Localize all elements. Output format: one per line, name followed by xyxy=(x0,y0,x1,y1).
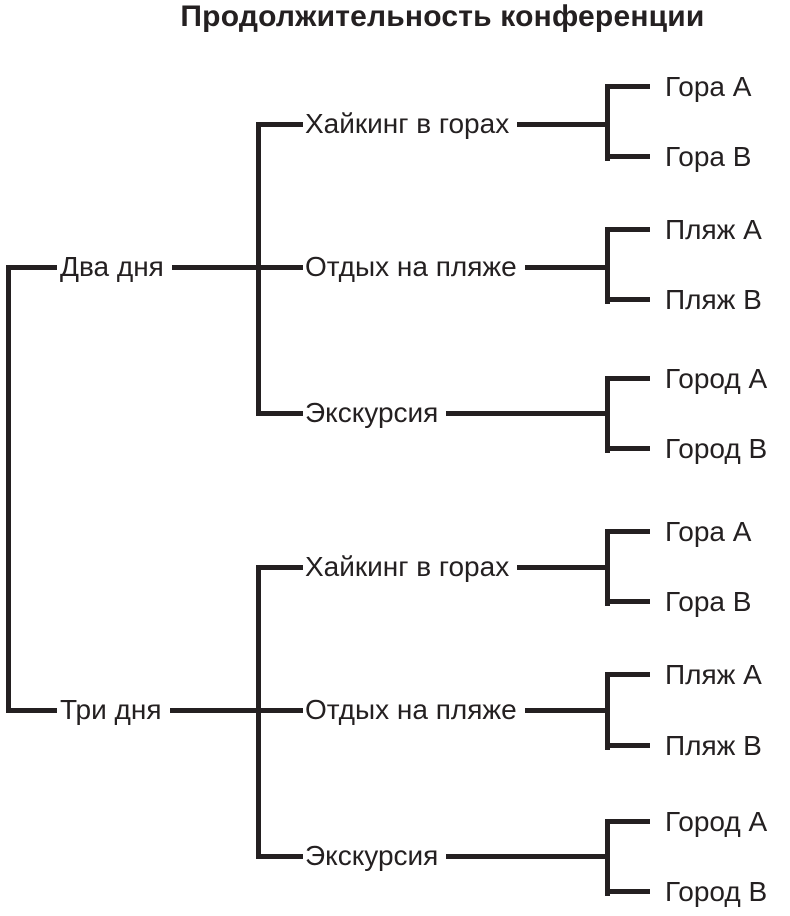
edge-excursion-bottom-to-leaves xyxy=(446,853,610,859)
edge-to-beach-top xyxy=(256,265,303,270)
edge-to-city-b-bottom xyxy=(605,889,650,894)
node-label-excursion-top: Экскурсия xyxy=(305,397,439,428)
edge-to-excursion-bottom xyxy=(256,854,303,859)
edge-to-beach-b-top xyxy=(605,297,650,302)
branch-row-three-days: Три дня xyxy=(60,696,261,724)
leaf-label-mountain-b-top: Гора B xyxy=(665,141,752,172)
edge-root-vertical xyxy=(6,265,11,713)
branch-label-three-days: Три дня xyxy=(60,694,162,725)
edge-to-excursion-top xyxy=(256,411,303,416)
edge-to-beach-a-top xyxy=(605,227,650,232)
edge-to-city-a-top xyxy=(605,376,650,381)
edge-three-days-to-activities xyxy=(169,707,261,713)
edge-to-beach-bottom xyxy=(256,708,303,713)
node-label-beach-top: Отдых на пляже xyxy=(305,251,517,282)
edge-to-beach-b-bottom xyxy=(605,743,650,748)
node-row-beach-top: Отдых на пляже xyxy=(305,253,610,281)
leaf-label-city-b-top: Город B xyxy=(665,433,768,464)
edge-bracket-city-top xyxy=(605,376,610,453)
leaf-label-mountain-a-bottom: Гора A xyxy=(665,516,752,547)
node-row-hiking-bottom: Хайкинг в горах xyxy=(305,553,610,581)
leaf-label-city-a-top: Город A xyxy=(665,363,768,394)
branch-row-two-days: Два дня xyxy=(60,253,261,281)
leaf-label-mountain-b-bottom: Гора B xyxy=(665,586,752,617)
branch-label-two-days: Два дня xyxy=(60,251,164,282)
node-label-hiking-bottom: Хайкинг в горах xyxy=(305,551,510,582)
edge-bracket-beach-top xyxy=(605,227,610,304)
edge-two-days-to-activities xyxy=(171,264,261,270)
edge-to-city-a-bottom xyxy=(605,819,650,824)
node-row-excursion-top: Экскурсия xyxy=(305,399,610,427)
edge-root-to-two-days xyxy=(6,265,57,270)
leaf-label-city-a-bottom: Город A xyxy=(665,806,768,837)
edge-to-mountain-a-top xyxy=(605,84,650,89)
node-row-excursion-bottom: Экскурсия xyxy=(305,842,610,870)
edge-to-mountain-b-top xyxy=(605,154,650,159)
leaf-label-city-b-bottom: Город B xyxy=(665,876,768,907)
leaf-label-beach-a-top: Пляж A xyxy=(665,214,762,245)
node-label-excursion-bottom: Экскурсия xyxy=(305,840,439,871)
leaf-label-mountain-a-top: Гора A xyxy=(665,71,752,102)
edge-excursion-top-to-leaves xyxy=(446,410,610,416)
edge-to-hiking-bottom xyxy=(256,565,303,570)
node-row-beach-bottom: Отдых на пляже xyxy=(305,696,610,724)
edge-to-beach-a-bottom xyxy=(605,672,650,677)
edge-bracket-city-bottom xyxy=(605,819,610,896)
leaf-label-beach-b-bottom: Пляж B xyxy=(665,730,762,761)
edge-to-mountain-a-bottom xyxy=(605,529,650,534)
edge-beach-top-to-leaves xyxy=(524,264,610,270)
node-row-hiking-top: Хайкинг в горах xyxy=(305,110,610,138)
edge-beach-bottom-to-leaves xyxy=(524,707,610,713)
edge-bracket-mountain-top xyxy=(605,84,610,161)
diagram-title: Продолжительность конференции xyxy=(180,0,705,33)
edge-hiking-bottom-to-leaves xyxy=(517,564,610,570)
node-label-beach-bottom: Отдых на пляже xyxy=(305,694,517,725)
edge-to-city-b-top xyxy=(605,446,650,451)
leaf-label-beach-a-bottom: Пляж A xyxy=(665,659,762,690)
node-label-hiking-top: Хайкинг в горах xyxy=(305,108,510,139)
leaf-label-beach-b-top: Пляж B xyxy=(665,284,762,315)
edge-root-to-three-days xyxy=(6,708,57,713)
edge-bracket-beach-bottom xyxy=(605,672,610,750)
edge-bracket-mountain-bottom xyxy=(605,529,610,606)
edge-hiking-top-to-leaves xyxy=(517,121,610,127)
edge-to-mountain-b-bottom xyxy=(605,599,650,604)
edge-to-hiking-top xyxy=(256,122,303,127)
